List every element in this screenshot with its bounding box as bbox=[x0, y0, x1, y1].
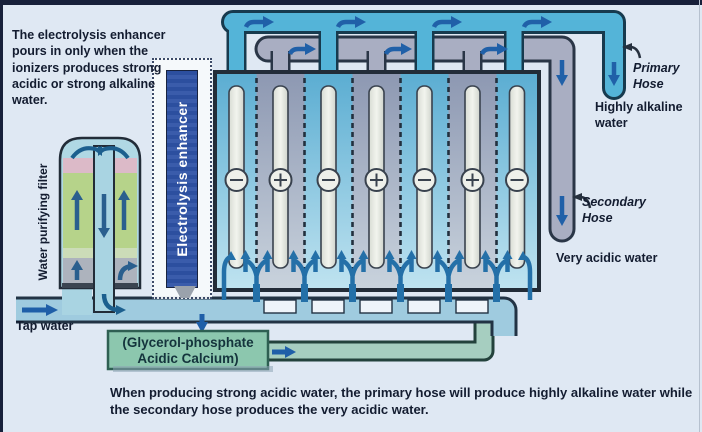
tap-water-arrow bbox=[22, 304, 58, 316]
additive-green-manifold bbox=[259, 311, 495, 362]
plus-electrode-icon bbox=[460, 168, 485, 192]
pipe-flow-arrows bbox=[243, 16, 620, 226]
highly-alkaline-water-label: Highly alkaline water bbox=[595, 100, 683, 131]
secondary-hose-pipe bbox=[254, 35, 576, 243]
electrolysis-cell-block bbox=[213, 70, 541, 292]
filter-label: Water purifying filter bbox=[36, 163, 50, 281]
box-shadow bbox=[113, 366, 273, 372]
cell-block-border bbox=[213, 70, 541, 292]
branch-arrowheads bbox=[226, 250, 528, 260]
left-border bbox=[0, 0, 3, 432]
manifold-islands bbox=[263, 299, 489, 314]
primary-hose-label: Primary Hose bbox=[633, 61, 680, 92]
minus-electrode-icon bbox=[505, 168, 529, 192]
glycerol-phosphate-box bbox=[106, 329, 270, 371]
minus-electrode-icon bbox=[224, 168, 249, 192]
plus-electrode-icon bbox=[268, 168, 293, 192]
enhancer-dotted-panel bbox=[152, 58, 212, 299]
enhancer-label: Electrolysis enhancer bbox=[174, 101, 190, 257]
tap-water-manifold bbox=[16, 296, 518, 336]
minus-electrode-icon bbox=[412, 168, 437, 192]
filter-arrowheads bbox=[71, 190, 138, 271]
very-acidic-water-label: Very acidic water bbox=[556, 251, 658, 265]
enhancer-funnel-icon bbox=[174, 286, 196, 298]
tap-water-label: Tap water bbox=[16, 319, 74, 333]
right-border bbox=[699, 0, 700, 432]
enhancer-note: The electrolysis enhancer pours in only … bbox=[12, 28, 166, 107]
bottom-caption: When producing strong acidic water, the … bbox=[110, 385, 693, 417]
cell-inflow-arrows bbox=[221, 250, 533, 302]
plus-electrode-icon bbox=[364, 168, 389, 192]
secondary-hose-label: Secondary Hose bbox=[582, 195, 646, 226]
dome-flow-arrows bbox=[70, 146, 130, 160]
additive-flow-arrows bbox=[196, 314, 296, 358]
glycerol-phosphate-label: (Glycerol-phosphate Acidic Calcium) bbox=[122, 335, 254, 367]
membrane-dashed-lines bbox=[255, 78, 498, 285]
pointer-arrowheads bbox=[572, 43, 632, 201]
water-purifying-filter bbox=[58, 136, 142, 315]
electrode-polarity-icons bbox=[224, 168, 529, 192]
minus-electrode-icon bbox=[316, 168, 341, 192]
top-border bbox=[0, 0, 702, 5]
